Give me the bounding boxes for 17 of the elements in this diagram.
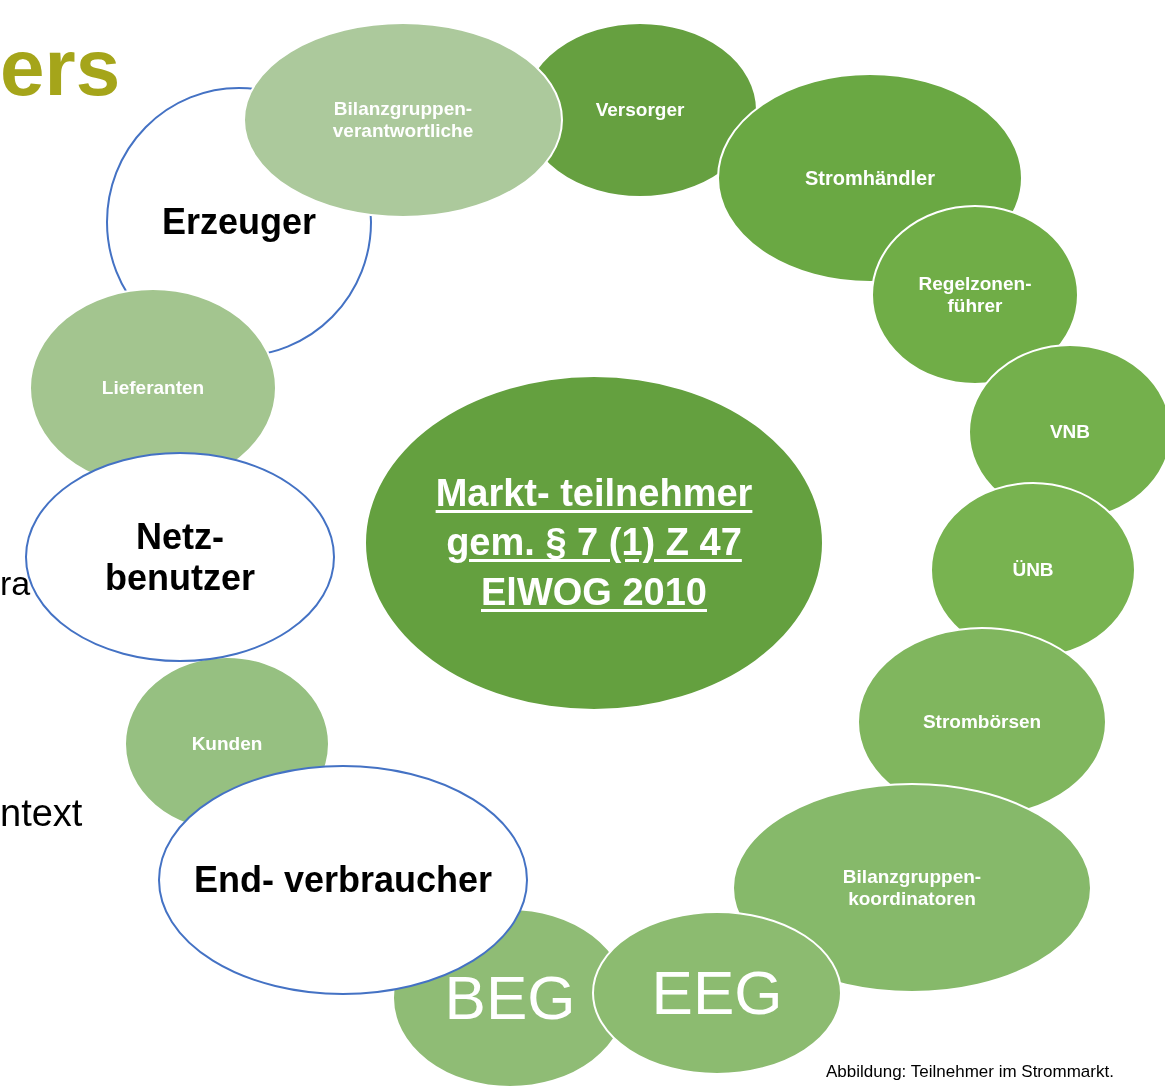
- text-fragment: ntext: [0, 792, 83, 835]
- participant-label: Stromhändler: [750, 166, 990, 190]
- participant-label: Regelzonen- führer: [895, 273, 1055, 317]
- caption: Abbildung: Teilnehmer im Strommarkt.: [826, 1062, 1114, 1082]
- participant-label: Kunden: [147, 733, 307, 755]
- text-fragment: ra: [0, 564, 31, 603]
- participant-label: Versorger: [540, 99, 740, 121]
- participant-label: Bilanzgruppen- verantwortliche: [288, 98, 518, 142]
- participant-label: Bilanzgruppen- koordinatoren: [792, 866, 1032, 910]
- participant-label: VNB: [990, 421, 1150, 443]
- participant-label: Lieferanten: [53, 377, 253, 399]
- participant-label: ÜNB: [953, 559, 1113, 581]
- heading-fragment: ers: [0, 22, 121, 114]
- participant-label: Strombörsen: [882, 711, 1082, 733]
- participant-label: Markt- teilnehmer gem. § 7 (1) Z 47 ElWOG 2010: [434, 470, 754, 615]
- participant-label: End- verbraucher: [193, 859, 493, 901]
- participant-label: Erzeuger: [119, 201, 359, 243]
